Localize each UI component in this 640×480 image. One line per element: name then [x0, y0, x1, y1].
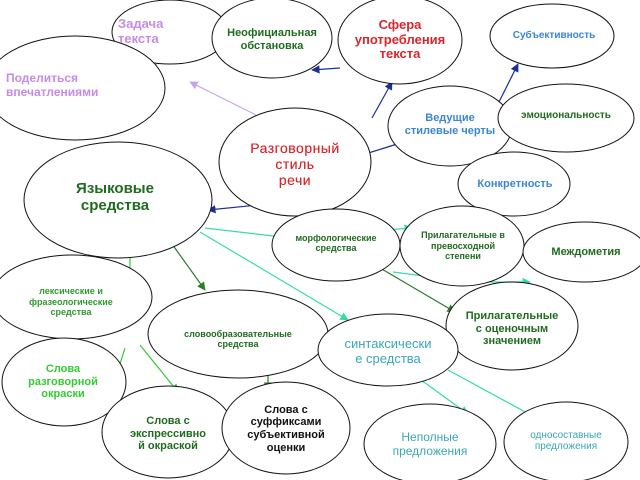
node-concreteness	[457, 151, 571, 217]
label-share: Поделиться впечатлениями	[6, 71, 99, 99]
node-syntax	[317, 313, 459, 387]
label-concreteness: Конкретность	[477, 177, 553, 190]
label-evaluative: Прилагательные с оценочным значением	[465, 310, 559, 348]
node-informal	[211, 0, 333, 79]
label-lexical: лексические и фразеологические средства	[29, 286, 113, 318]
label-onepart: односоставные предложения	[530, 429, 602, 453]
label-sphere: Сфера употребления текста	[354, 16, 446, 62]
label-expressive: Слова с экспрессивно й окраской	[129, 415, 206, 453]
edge-center-to-sphere	[371, 81, 393, 119]
node-emotionality	[497, 83, 635, 153]
node-interjections	[522, 221, 640, 283]
edge-lang-to-morph	[204, 227, 283, 241]
edge-lexical-to-expressive	[139, 344, 179, 393]
node-subjectivity	[489, 3, 615, 69]
label-superlative: Прилагательные в превосходной степени	[421, 230, 505, 262]
node-langmeans	[23, 141, 213, 259]
edge-sphere-to-informal	[311, 65, 341, 74]
label-emotionality: эмоциональность	[521, 110, 611, 122]
edge-morph-to-evaluative	[379, 267, 456, 313]
label-incomplete: Неполные предложения	[392, 430, 468, 458]
label-subjectivity: Субъективность	[512, 30, 596, 42]
node-colloquial	[1, 337, 127, 427]
label-langmeans: Языковые средства	[76, 179, 154, 214]
label-informal: Неофициальная обстановка	[227, 27, 317, 52]
edge-lang-to-wordform	[171, 243, 206, 291]
label-leading: Ведущие стилевые черты	[404, 112, 496, 137]
label-morph: морфологические средства	[295, 232, 377, 253]
node-share	[0, 35, 166, 141]
label-wordform: словообразовательные средства	[184, 328, 292, 349]
label-suffix: Слова с суффиксами субъективной оценки	[247, 403, 325, 454]
label-interjections: Междометия	[551, 245, 621, 258]
node-suffix	[221, 381, 351, 475]
label-colloquial: Слова разговорной окраски	[28, 363, 98, 401]
node-evaluative	[445, 281, 579, 371]
node-sphere	[337, 0, 463, 85]
edge-center-to-share	[189, 81, 257, 116]
edge-lang-to-syntax	[199, 231, 349, 321]
node-center	[218, 107, 372, 217]
edge-leading-to-subjectivity	[497, 63, 519, 105]
label-syntax: синтаксически е средства	[344, 336, 432, 366]
node-incomplete	[363, 403, 497, 480]
node-onepart	[503, 401, 629, 480]
label-task: Задача текста	[118, 16, 164, 46]
label-center: Разговорный стиль речи	[250, 139, 340, 189]
